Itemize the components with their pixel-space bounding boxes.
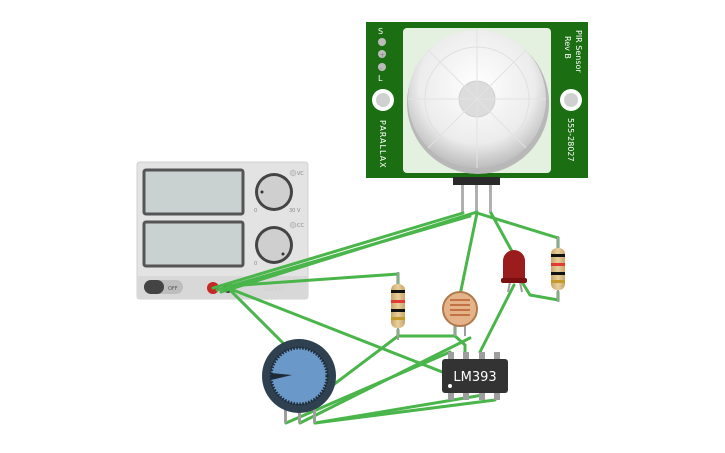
vc-indicator-label: VC xyxy=(297,171,304,177)
lm393-chip[interactable]: LM393 xyxy=(442,352,508,400)
knob-min-label-2: 0 xyxy=(254,261,257,267)
current-knob[interactable] xyxy=(255,226,293,264)
cc-indicator-label: CC xyxy=(297,223,304,229)
chip-label: LM393 xyxy=(453,370,496,385)
resistor-2[interactable] xyxy=(551,236,565,302)
supply-faint-label: SUPPLY xyxy=(263,286,285,293)
photoresistor[interactable] xyxy=(442,291,478,336)
pin-label-minus: - xyxy=(380,65,382,72)
part-number-label: 555-28027 xyxy=(566,118,575,162)
knob-min-label: 0 xyxy=(254,208,257,214)
pir-dome xyxy=(407,30,549,174)
sensor-title: PIR Sensor xyxy=(574,30,583,73)
voltage-display xyxy=(142,168,245,216)
red-led[interactable] xyxy=(501,250,527,293)
pin-label-l: L xyxy=(378,74,383,83)
brand-label: PARALLAX xyxy=(378,120,387,169)
revision-label: Rev B xyxy=(563,36,572,59)
resistor-1[interactable] xyxy=(391,272,405,340)
voltage-knob[interactable] xyxy=(255,173,293,211)
pir-sensor[interactable]: S + - L PARALLAX PIR Sensor Rev B 555-28… xyxy=(366,22,588,213)
power-supply[interactable]: VC CC 0 30 V 0 OFF SUPPLY xyxy=(136,161,309,300)
potentiometer[interactable] xyxy=(262,339,336,423)
pin-label-s: S xyxy=(378,27,383,36)
knob-max-label: 30 V xyxy=(289,208,301,214)
power-switch[interactable]: OFF xyxy=(144,280,183,294)
pin-label-plus: + xyxy=(380,52,385,59)
current-display xyxy=(142,220,245,268)
switch-label: OFF xyxy=(168,286,178,292)
